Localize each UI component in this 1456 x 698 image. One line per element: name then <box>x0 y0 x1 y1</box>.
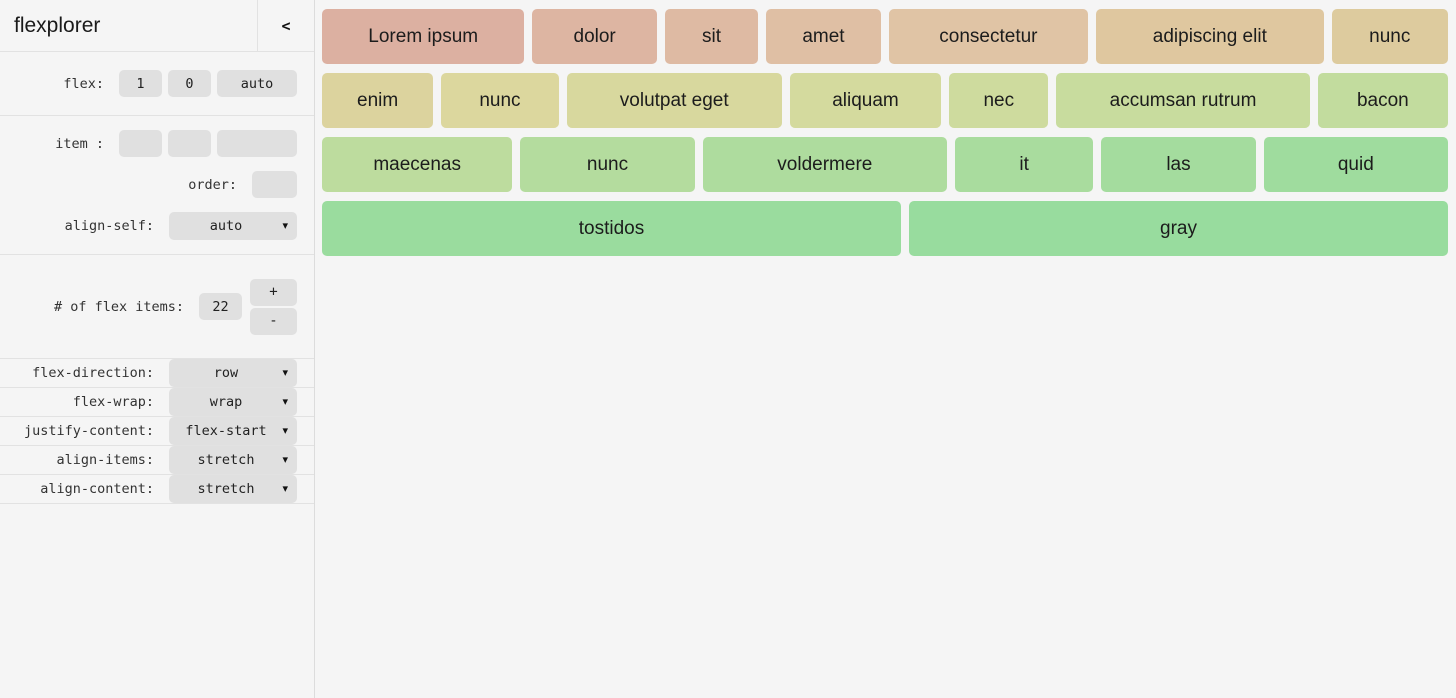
flex-item[interactable]: nunc <box>520 137 695 192</box>
container-properties: flex-direction: rowrow-reversecolumncolum… <box>0 359 314 504</box>
justify-content-row: justify-content: flex-startflex-endcenter… <box>0 417 314 446</box>
flex-direction-select[interactable]: rowrow-reversecolumncolumn-reverse <box>169 359 297 387</box>
justify-content-select-wrap: flex-startflex-endcenterspace-betweenspa… <box>169 417 297 445</box>
flex-wrap-row: flex-wrap: nowrapwrapwrap-reverse▾ <box>0 388 314 417</box>
justify-content-select[interactable]: flex-startflex-endcenterspace-betweenspa… <box>169 417 297 445</box>
flex-item[interactable]: bacon <box>1317 73 1448 128</box>
flex-wrap-label: flex-wrap: <box>72 394 154 410</box>
flex-shrink-input[interactable] <box>168 70 211 97</box>
flex-item[interactable]: it <box>954 137 1094 192</box>
align-self-select-wrap: autoflex-startflex-endcenterbaselinestre… <box>169 212 297 240</box>
flex-item[interactable]: enim <box>322 73 434 128</box>
justify-content-label: justify-content: <box>23 423 154 439</box>
flex-item[interactable]: amet <box>766 9 881 64</box>
flex-direction-select-wrap: rowrow-reversecolumncolumn-reverse▾ <box>169 359 297 387</box>
flex-item-count-input[interactable] <box>199 293 242 320</box>
flex-shorthand-row: flex: <box>0 52 314 116</box>
flex-direction-row: flex-direction: rowrow-reversecolumncolum… <box>0 359 314 388</box>
align-items-label: align-items: <box>56 452 154 468</box>
align-self-row: align-self: autoflex-startflex-endcenter… <box>0 212 297 240</box>
flex-item[interactable]: tostidos <box>322 201 901 256</box>
align-content-label: align-content: <box>40 481 154 497</box>
flex-item[interactable]: nunc <box>1331 9 1448 64</box>
align-content-row: align-content: stretchflex-startflex-endc… <box>0 475 314 504</box>
order-label: order: <box>188 176 237 193</box>
item-settings-group: item : order: align-self: autoflex-start… <box>0 116 314 255</box>
controls-sidebar: flexplorer < flex: item : order: align-s <box>0 0 315 698</box>
align-content-select[interactable]: stretchflex-startflex-endcenterspace-bet… <box>169 475 297 503</box>
align-items-select[interactable]: stretchflex-startflex-endcenterbaseline <box>169 446 297 474</box>
flex-wrap-select-wrap: nowrapwrapwrap-reverse▾ <box>169 388 297 416</box>
item-grow-input[interactable] <box>119 130 162 157</box>
flex-item[interactable]: nec <box>949 73 1049 128</box>
increment-button[interactable]: + <box>250 278 297 306</box>
flex-item[interactable]: nunc <box>441 73 559 128</box>
item-label: item : <box>55 135 104 152</box>
item-order-row: order: <box>0 171 297 198</box>
flex-item[interactable]: volutpat eget <box>566 73 782 128</box>
flex-basis-input[interactable] <box>217 70 297 97</box>
sidebar-header: flexplorer < <box>0 0 314 52</box>
item-values-row: item : <box>0 130 297 157</box>
flex-item[interactable]: adipiscing elit <box>1096 9 1324 64</box>
decrement-button[interactable]: - <box>250 307 297 335</box>
flex-item[interactable]: las <box>1101 137 1256 192</box>
chevron-left-icon[interactable]: < <box>257 0 314 52</box>
order-input[interactable] <box>252 171 297 198</box>
flex-item-count-stepper: + - <box>250 278 297 335</box>
align-content-select-wrap: stretchflex-startflex-endcenterspace-bet… <box>169 475 297 503</box>
flex-item[interactable]: accumsan rutrum <box>1056 73 1310 128</box>
flex-item[interactable]: consectetur <box>888 9 1089 64</box>
flex-item[interactable]: gray <box>909 201 1448 256</box>
page-title: flexplorer <box>14 14 101 37</box>
flex-direction-label: flex-direction: <box>32 365 154 381</box>
flex-item[interactable]: aliquam <box>789 73 942 128</box>
flex-item-count-row: # of flex items: + - <box>0 255 314 359</box>
item-basis-input[interactable] <box>217 130 297 157</box>
flex-item[interactable]: sit <box>664 9 759 64</box>
flex-grow-input[interactable] <box>119 70 162 97</box>
flex-wrap-select[interactable]: nowrapwrapwrap-reverse <box>169 388 297 416</box>
flex-label: flex: <box>63 75 104 92</box>
item-shrink-input[interactable] <box>168 130 211 157</box>
flex-item[interactable]: maecenas <box>322 137 513 192</box>
flex-item[interactable]: quid <box>1263 137 1448 192</box>
flex-item[interactable]: dolor <box>532 9 657 64</box>
align-items-row: align-items: stretchflex-startflex-endcen… <box>0 446 314 475</box>
flex-item-count-label: # of flex items: <box>53 298 184 315</box>
align-items-select-wrap: stretchflex-startflex-endcenterbaseline▾ <box>169 446 297 474</box>
align-self-select[interactable]: autoflex-startflex-endcenterbaselinestre… <box>169 212 297 240</box>
flex-item[interactable]: Lorem ipsum <box>322 9 525 64</box>
flex-item[interactable]: voldermere <box>702 137 947 192</box>
align-self-label: align-self: <box>64 218 154 234</box>
